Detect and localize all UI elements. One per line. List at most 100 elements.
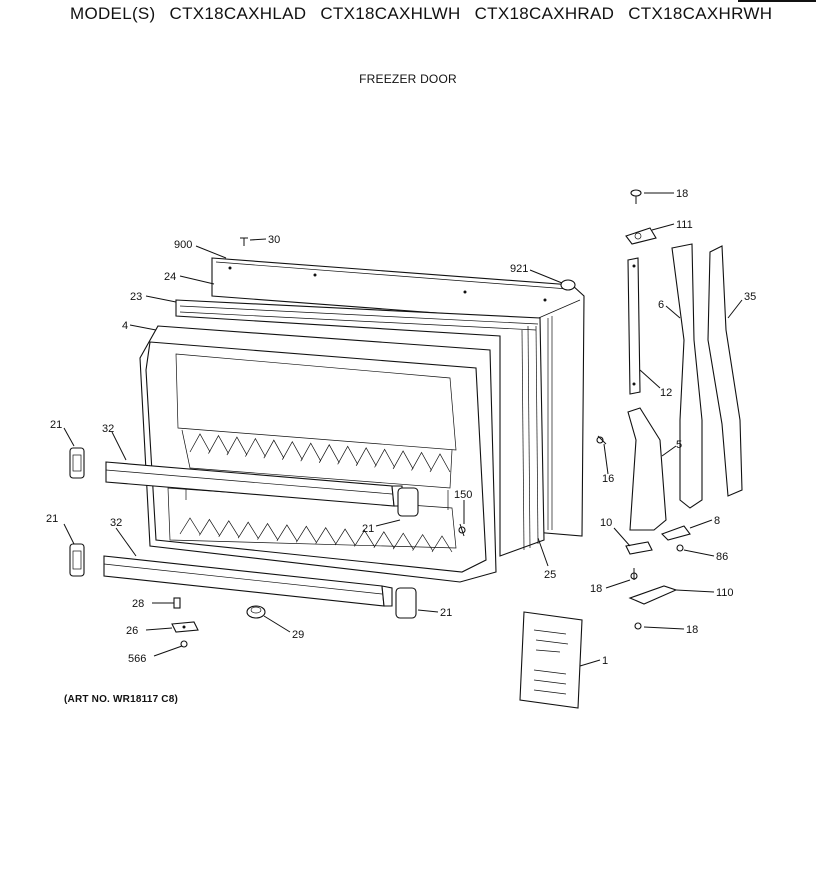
bracket-8 — [661, 525, 691, 541]
callout-5: 5 — [676, 439, 682, 451]
shelf-ridge — [276, 524, 298, 542]
shelf-ridge — [373, 531, 395, 549]
callout-29: 29 — [292, 629, 304, 641]
hinge-5 — [627, 407, 667, 531]
callout-35: 35 — [744, 291, 756, 303]
callout-30: 30 — [268, 234, 280, 246]
shelf-ridge — [318, 444, 340, 463]
shelf-ridge — [431, 535, 453, 553]
model-number: CTX18CAXHLAD — [169, 4, 307, 23]
screw-18-bottom — [634, 622, 642, 630]
hinge-110 — [628, 585, 678, 605]
bushing-29 — [246, 605, 266, 619]
leader-lines — [63, 192, 743, 667]
callout-32: 32 — [102, 423, 114, 435]
screw-18-top — [630, 189, 642, 204]
hinge-pin-111 — [625, 227, 657, 245]
callout-28: 28 — [132, 598, 144, 610]
door-outer-panel — [211, 257, 585, 537]
callout-10: 10 — [600, 517, 612, 529]
shelf-ridge — [411, 451, 432, 471]
callout-18: 18 — [590, 583, 602, 595]
shelf-ridge — [334, 528, 356, 546]
shelf-ridge — [263, 439, 285, 459]
shelf-ridge — [429, 453, 451, 473]
shelf-ridge — [392, 450, 414, 470]
callout-21: 21 — [362, 523, 374, 535]
model-prefix: MODEL(S) — [70, 4, 156, 23]
callout-21: 21 — [440, 607, 452, 619]
callout-111: 111 — [676, 219, 693, 231]
callout-12: 12 — [660, 387, 672, 399]
shelf-ridge — [189, 433, 211, 453]
shelf-ridge — [296, 525, 317, 543]
shelf-end-cap — [69, 543, 85, 577]
callout-921: 921 — [510, 263, 528, 275]
shelf-ridge — [218, 520, 240, 537]
shelf-end-cap — [397, 487, 419, 517]
door-shelf-bar-lower — [103, 555, 393, 607]
top-rule — [738, 0, 816, 2]
screw-86 — [676, 544, 684, 552]
shelf-ridge — [355, 447, 377, 467]
callout-566: 566 — [128, 653, 146, 665]
upper-shelf-ridges — [189, 433, 451, 473]
shelf-end-cap — [395, 587, 417, 619]
callout-6: 6 — [658, 299, 664, 311]
screw-30 — [240, 237, 248, 246]
callout-8: 8 — [714, 515, 720, 527]
callout-24: 24 — [164, 271, 176, 283]
shelf-ridge — [337, 445, 358, 465]
shelf-ridge — [237, 521, 259, 539]
bracket-10 — [625, 541, 653, 555]
door-shelf-bar-upper — [105, 461, 403, 507]
door-gasket — [175, 299, 545, 557]
callout-21: 21 — [50, 419, 62, 431]
screw-150 — [458, 523, 466, 537]
callout-21: 21 — [46, 513, 58, 525]
screw-16 — [596, 435, 607, 445]
callout-16: 16 — [602, 473, 614, 485]
model-number: CTX18CAXHLWH — [320, 4, 461, 23]
model-header: MODEL(S) CTX18CAXHLAD CTX18CAXHLWH CTX18CAX… — [70, 4, 790, 24]
diagram-title: FREEZER DOOR — [359, 72, 457, 86]
callout-900: 900 — [174, 239, 192, 251]
callout-18: 18 — [686, 624, 698, 636]
hinge-bar-12 — [627, 257, 641, 395]
shelf-ridge — [179, 517, 201, 535]
model-number: CTX18CAXHRAD — [474, 4, 615, 23]
shelf-ridge — [315, 527, 336, 544]
art-number: (ART NO. WR18117 C8) — [64, 694, 179, 705]
callout-26: 26 — [126, 625, 138, 637]
callout-32: 32 — [110, 517, 122, 529]
shelf-ridge — [282, 440, 303, 460]
screw-18-mid — [630, 568, 638, 580]
callout-110: 110 — [716, 587, 734, 599]
shelf-ridge — [199, 518, 220, 536]
lower-shelf-ridges — [179, 517, 453, 553]
callout-1: 1 — [602, 655, 608, 667]
callout-labels: 900 30 24 23 4 921 18 111 6 35 12 16 5 2… — [46, 188, 756, 667]
callout-23: 23 — [130, 291, 142, 303]
callout-18: 18 — [676, 188, 688, 200]
callout-25: 25 — [544, 569, 556, 581]
door-trim-6 — [671, 243, 703, 509]
shelf-ridge — [392, 532, 414, 550]
shelf-ridge — [226, 436, 248, 456]
callout-150: 150 — [454, 489, 472, 501]
shelf-ridge — [257, 522, 278, 540]
bracket-26 — [171, 621, 199, 633]
callout-86: 86 — [716, 551, 728, 563]
callout-4: 4 — [122, 320, 128, 332]
shelf-ridge — [245, 437, 266, 457]
screw-566 — [180, 640, 188, 648]
shelf-end-cap — [69, 447, 85, 479]
door-liner — [139, 325, 497, 583]
shelf-ridge — [412, 533, 433, 551]
stop-28 — [173, 597, 181, 609]
shelf-ridge — [374, 448, 395, 468]
door-trim-35 — [707, 245, 743, 497]
shelf-ridge — [300, 442, 322, 462]
plug-921 — [560, 279, 576, 291]
